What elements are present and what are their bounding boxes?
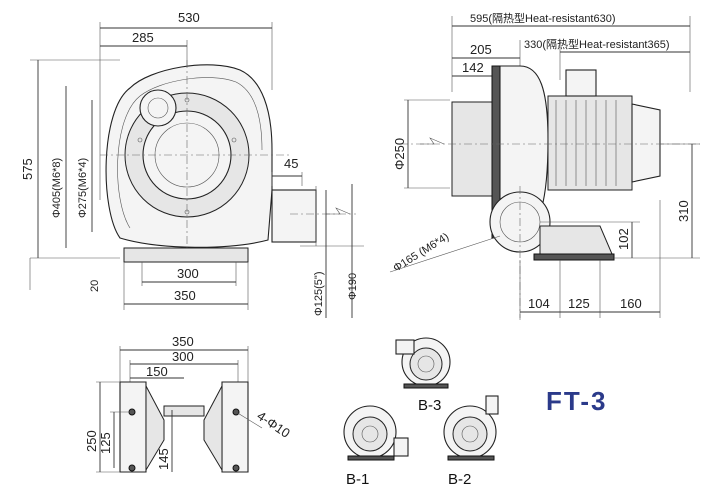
variant-b1: B-1 (343, 405, 409, 488)
base-crossbar (163, 405, 205, 417)
dim-side-motor-length: 330(隔热型Heat-resistant365) (524, 37, 670, 51)
dim-side-base-125: 125 (568, 296, 590, 311)
base-view: 350 300 150 250 125 145 4-Φ10 (84, 334, 293, 473)
dim-front-outlet-190: Φ190 (347, 273, 359, 300)
front-base (123, 247, 249, 263)
dim-front-base-300: 300 (177, 266, 199, 281)
dim-side-dia-250: Φ250 (392, 138, 407, 170)
side-motor-fan-cover (631, 103, 661, 183)
dim-base-width-300: 300 (172, 349, 194, 364)
dim-front-outlet-offset: 45 (284, 156, 298, 171)
side-terminal-box (565, 69, 597, 97)
front-port (139, 89, 177, 127)
dim-base-width-350: 350 (172, 334, 194, 349)
dim-side-dia-165: Φ165 (M6*4) (391, 231, 451, 275)
dim-base-holes: 4-Φ10 (254, 408, 293, 441)
side-base (539, 225, 613, 255)
variant-label-b1: B-1 (346, 471, 369, 488)
model-label: FT-3 (546, 386, 607, 416)
dim-front-dia-outer: Φ405(M6*8) (51, 158, 63, 218)
dim-side-height-102: 102 (616, 228, 631, 250)
dim-front-outlet-125: Φ125(5") (313, 272, 325, 316)
dim-base-height-145: 145 (156, 448, 171, 470)
dim-side-flange-depth: 142 (462, 60, 484, 75)
variant-label-b2: B-2 (448, 471, 471, 488)
dim-side-inlet-depth: 205 (470, 42, 492, 57)
dim-side-base-104: 104 (528, 296, 550, 311)
dim-side-base-160: 160 (620, 296, 642, 311)
dim-base-height-250: 250 (84, 430, 99, 452)
side-motor-body (547, 95, 633, 191)
dim-front-width-inlet: 285 (132, 30, 154, 45)
variant-label-b3: B-3 (418, 397, 441, 414)
dim-base-height-125: 125 (98, 432, 113, 454)
front-view: 530 285 575 Φ405(M6*8) Φ275(M6*4) 20 (20, 10, 364, 318)
dim-base-width-150: 150 (146, 364, 168, 379)
dim-side-height-310: 310 (676, 200, 691, 222)
dim-front-width-total: 530 (178, 10, 200, 25)
dim-side-length-total: 595(隔热型Heat-resistant630) (470, 11, 616, 25)
front-outlet (271, 189, 317, 243)
dim-front-height-total: 575 (20, 158, 35, 180)
dim-front-base-350: 350 (174, 288, 196, 303)
dim-front-dia-inner: Φ275(M6*4) (77, 158, 89, 218)
side-view: 595(隔热型Heat-resistant630) 205 142 330(隔热… (389, 11, 700, 320)
base-foot-right (221, 381, 249, 473)
variant-b3: B-3 (395, 337, 451, 414)
base-foot-left (119, 381, 147, 473)
dim-front-base-height: 20 (89, 280, 101, 292)
variant-b2: B-2 (443, 395, 499, 488)
